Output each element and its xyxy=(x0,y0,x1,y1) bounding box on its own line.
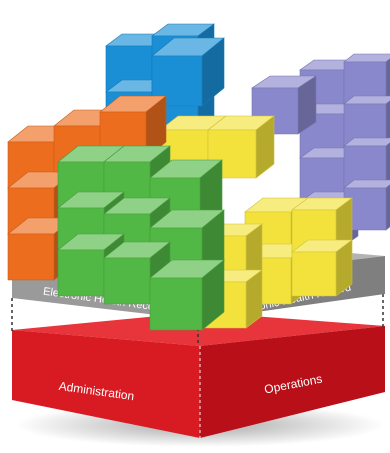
purple-cube-side xyxy=(385,184,390,231)
orange-cube-front xyxy=(7,233,55,281)
green-cube-front xyxy=(149,277,203,331)
purple-cube-top xyxy=(343,53,390,63)
green-cube xyxy=(149,259,225,331)
cube-blocks xyxy=(7,23,390,331)
purple-cube xyxy=(343,95,390,147)
yellow-cube xyxy=(291,239,353,297)
purple-cube xyxy=(343,137,390,189)
purple-cube xyxy=(343,53,390,105)
base-layer: Administration Operations xyxy=(12,312,385,438)
purple-cube xyxy=(251,75,317,135)
blue-cube-front xyxy=(151,55,203,107)
blue-cube xyxy=(151,37,225,107)
green-cube-front xyxy=(103,257,151,305)
yellow-cube-front xyxy=(291,251,337,297)
green-cube-front xyxy=(57,249,105,297)
base-left-face xyxy=(12,330,200,438)
base-right-face xyxy=(200,326,385,438)
